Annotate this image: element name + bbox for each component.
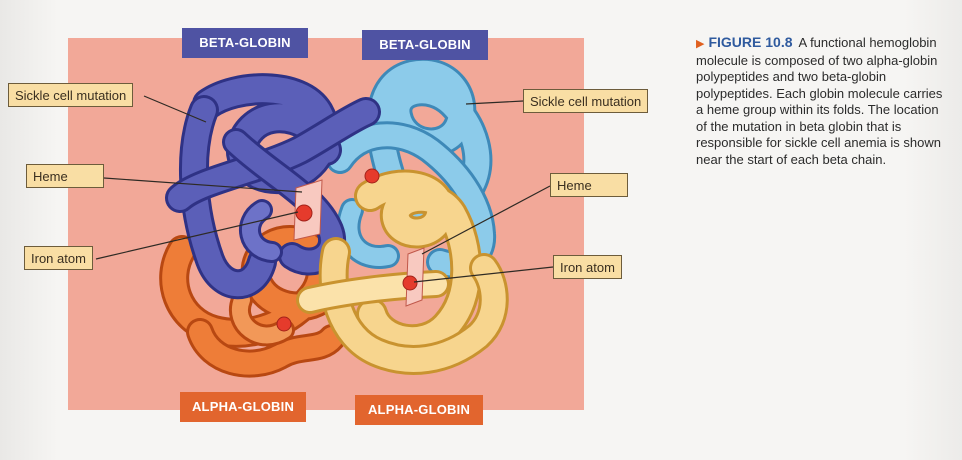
caption-marker-icon: ▶	[696, 38, 704, 50]
beta-globin-tag-right: BETA-GLOBIN	[362, 30, 488, 60]
iron-atom-label-right: Iron atom	[553, 255, 622, 279]
heme-label-left: Heme	[26, 164, 104, 188]
iron-atom-right	[403, 276, 417, 290]
alpha-globin-tag-right: ALPHA-GLOBIN	[355, 395, 483, 425]
iron-atom-left	[296, 205, 312, 221]
alpha-globin-chain-right	[310, 186, 494, 360]
sickle-cell-mutation-label-right: Sickle cell mutation	[523, 89, 648, 113]
sickle-cell-mutation-label-left: Sickle cell mutation	[8, 83, 133, 107]
beta-globin-tag-left: BETA-GLOBIN	[182, 28, 308, 58]
caption-text: A functional hemoglobin molecule is comp…	[696, 35, 942, 167]
heme-group-right	[403, 248, 424, 306]
figure-label: FIGURE 10.8	[708, 34, 792, 50]
heme-label-right: Heme	[550, 173, 628, 197]
heme-group-left	[294, 180, 322, 240]
alpha-globin-tag-left: ALPHA-GLOBIN	[180, 392, 306, 422]
iron-atom-label-left: Iron atom	[24, 246, 93, 270]
